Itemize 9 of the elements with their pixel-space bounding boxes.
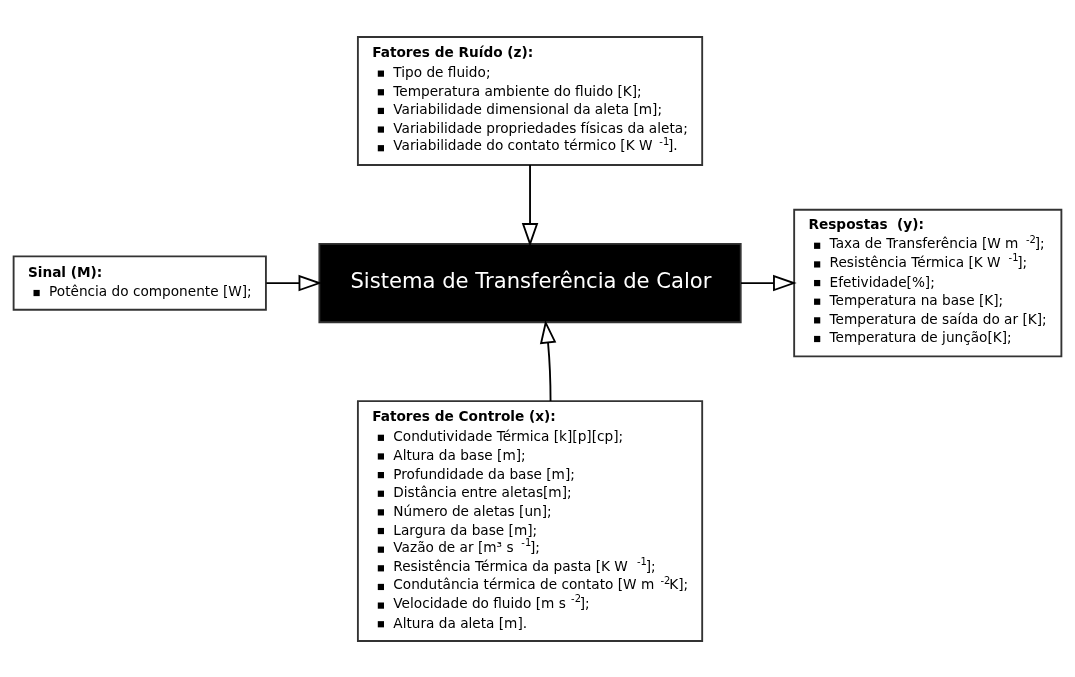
node-box: Fatores de Controle (x): Condutividade Térmica [k][p][cp]; Altura da base [m]; Profundidade da base [m]; Distância entre aletas[m]; Número de aletas [un]; Largura da base [m]; Vazão de ar [m³ s $^{-1}$]; Resistência Térmica da pasta [K W $^{-1}$]; Condutância térmica de contato [W m $^{-2}$K]; Velocidade do fluido [m s $^{-2}$]; Altura da aleta [m]. [356,399,704,642]
arrow [521,163,539,247]
node-box: Sistema de Transferência de Calor [318,242,742,323]
arrow [539,319,557,402]
arrow [740,274,797,291]
node-box: Sinal (M): Potência do componente [W]; [12,254,267,311]
node-box: Respostas (y): Taxa de Transferência [W m $^{-2}$]; Resistência Térmica [K W $^{-1}$]; Efetividade[%]; Temperatura na base [K]; Temperatura de saída do ar [K]; Temperatura de junção[K]; [793,208,1063,357]
node-box: Fatores de Ruído (z): Tipo de fluido; Temperatura ambiente do fluido [K]; Variabilidade dimensional da aleta [m]; Variabilidade propriedades físicas da aleta; Variabilidade do contato térmico [K W $^{-1}$]. [356,35,704,166]
arrow [265,274,323,291]
